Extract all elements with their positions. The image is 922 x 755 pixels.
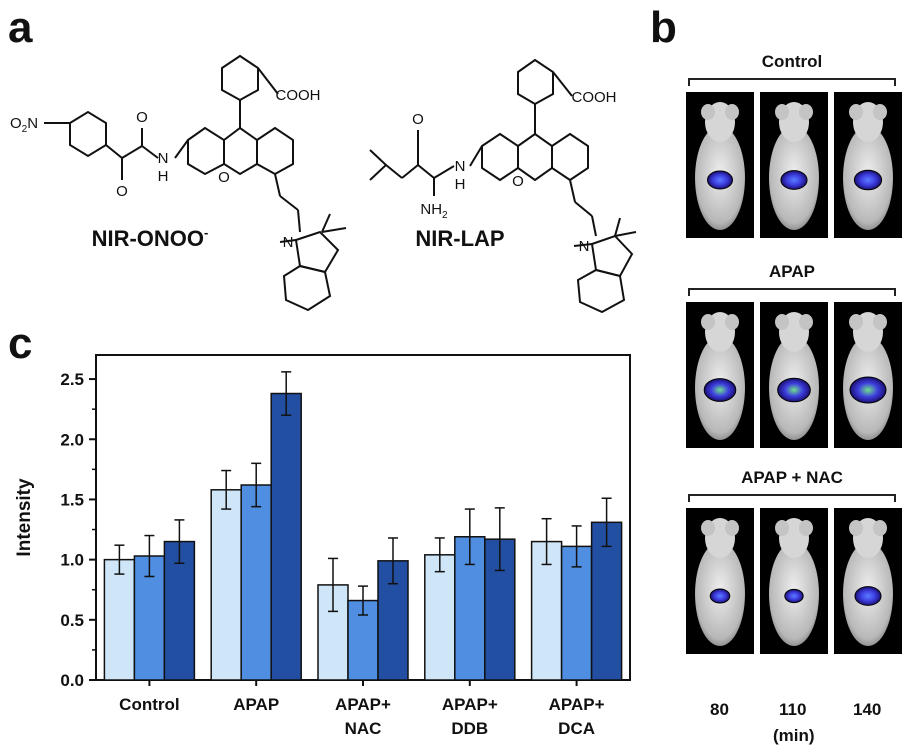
amide-o-r: O xyxy=(412,111,424,128)
xanthene-ring-1 xyxy=(187,126,225,176)
y-axis-label: Intensity xyxy=(14,478,35,557)
mouse-image xyxy=(834,302,902,448)
mouse-image xyxy=(760,302,828,448)
indoline-benzo xyxy=(282,264,332,312)
benzoic-ring xyxy=(221,54,259,102)
bar xyxy=(424,554,456,681)
imaging-group-title: APAP xyxy=(769,262,815,281)
bar xyxy=(270,392,302,681)
indoline-n: N xyxy=(283,234,294,251)
nh2-label-r: NH2 xyxy=(420,201,448,221)
xanthene-ring-2 xyxy=(223,126,258,176)
amide-h: H xyxy=(158,168,169,185)
cooh-label: COOH xyxy=(276,87,321,104)
mouse-image xyxy=(686,302,754,448)
time-unit-label: (min) xyxy=(773,726,815,745)
indoline-ring xyxy=(294,230,340,274)
x-tick-label: DCA xyxy=(558,719,595,738)
y-tick-label: 1.5 xyxy=(60,490,84,509)
x-tick-label: NAC xyxy=(345,719,382,738)
x-tick-label: APAP+ xyxy=(442,695,498,714)
y-tick-label: 2.0 xyxy=(60,430,84,449)
panel-letter-b: b xyxy=(650,3,677,52)
time-label: 110 xyxy=(779,700,807,719)
cooh-label-r: COOH xyxy=(572,89,617,106)
time-label: 140 xyxy=(853,700,882,719)
x-tick-label: DDB xyxy=(451,719,488,738)
x-tick-label: APAP xyxy=(233,695,279,714)
compound-name-left: NIR-ONOO- xyxy=(92,225,209,251)
y-tick-label: 0.5 xyxy=(60,611,84,630)
amide-h-r: H xyxy=(455,176,466,193)
bar xyxy=(163,540,196,681)
indoline-benzo-r xyxy=(576,268,626,314)
group-bracket xyxy=(688,78,896,86)
mouse-image xyxy=(760,508,828,654)
cyclohexene-ring-r xyxy=(551,132,589,182)
indoline-ring-r xyxy=(590,234,634,278)
bar xyxy=(103,558,136,681)
no2-label: O2N xyxy=(10,115,38,135)
mouse-image xyxy=(686,508,754,654)
time-label: 80 xyxy=(710,700,729,719)
ring-oxygen-r: O xyxy=(512,173,524,190)
panel-letter-c: c xyxy=(8,319,33,368)
nitrophenyl-ring xyxy=(69,110,107,158)
amide-n: N xyxy=(158,150,169,167)
cyclohexene-ring xyxy=(256,126,294,176)
indoline-n-r: N xyxy=(579,238,590,255)
chemical-structures: O2N O O N H O COOH N O NH2 N H O COOH N … xyxy=(10,54,637,314)
x-tick-label: APAP+ xyxy=(335,695,391,714)
bar xyxy=(240,484,272,681)
ring-oxygen: O xyxy=(218,169,230,186)
group-bracket xyxy=(688,288,896,296)
benzoic-ring-r xyxy=(517,58,554,106)
panel-letter-a: a xyxy=(8,3,33,52)
mouse-image xyxy=(834,92,902,238)
compound-name-right: NIR-LAP xyxy=(415,226,504,251)
carbonyl-o-2: O xyxy=(136,109,148,126)
bar xyxy=(133,555,166,681)
mouse-image xyxy=(686,92,754,238)
y-tick-label: 0.0 xyxy=(60,671,84,690)
x-tick-label: Control xyxy=(119,695,179,714)
bar xyxy=(210,489,242,681)
imaging-group-title: Control xyxy=(761,52,823,71)
bar xyxy=(590,521,623,681)
mouse-image xyxy=(760,92,828,238)
group-bracket xyxy=(688,494,896,502)
carbonyl-o-1: O xyxy=(116,183,128,200)
y-tick-label: 1.0 xyxy=(60,551,84,570)
imaging-group-title: APAP + NAC xyxy=(741,468,843,487)
amide-n-r: N xyxy=(455,158,466,175)
mouse-image xyxy=(834,508,902,654)
y-tick-label: 2.5 xyxy=(60,370,84,389)
x-tick-label: APAP+ xyxy=(549,695,605,714)
